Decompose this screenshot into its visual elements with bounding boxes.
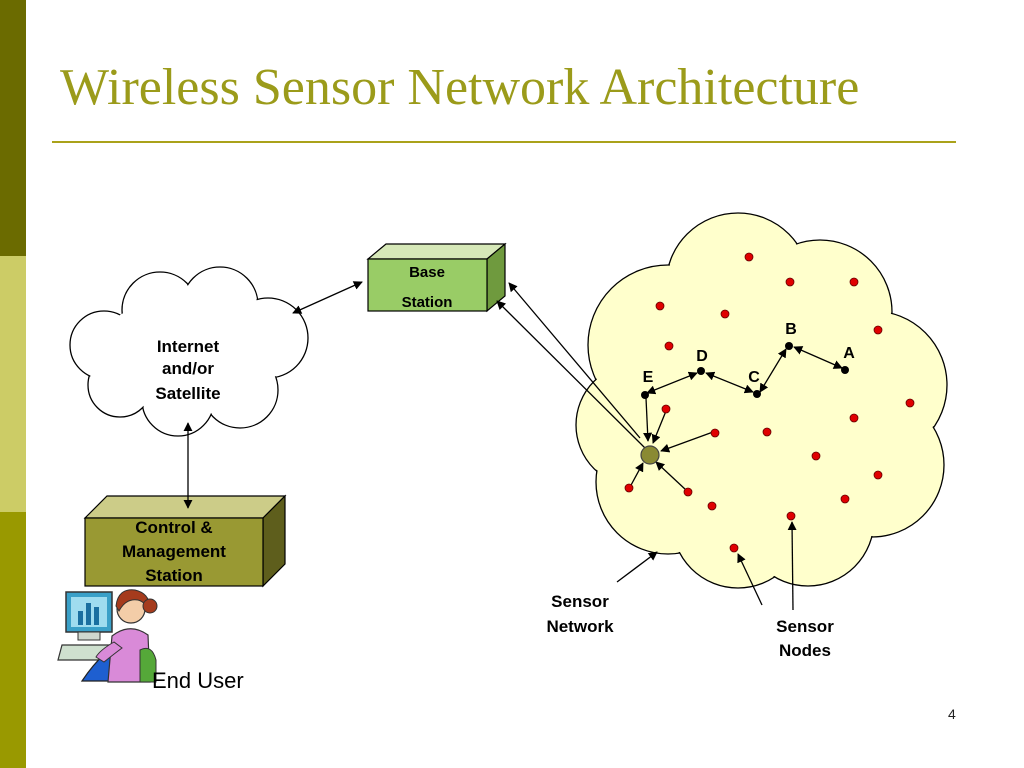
side-band-bottom <box>0 512 26 768</box>
relay-to-gateway-arrow-4 <box>655 461 687 491</box>
sensor-nodes-pointer-arrow-1 <box>737 553 763 606</box>
control-station-label-line3: Station <box>145 566 203 585</box>
internet-base-link-arrow <box>292 281 363 314</box>
sensor-network-pointer-arrow <box>616 551 658 583</box>
internet-label-line1: Internet <box>157 337 220 356</box>
node-a-label: A <box>843 345 855 362</box>
relay-to-gateway-arrow-1 <box>651 410 667 444</box>
link-e-gateway-arrow <box>643 397 653 442</box>
link-b-a-arrow <box>793 346 843 369</box>
sensor-node <box>624 483 634 493</box>
internet-label-line3: Satellite <box>155 384 220 403</box>
sensor-node <box>683 487 693 497</box>
control-station-label-line2: Management <box>122 542 226 561</box>
sensor-node <box>905 398 915 408</box>
base-station-label-line1: Base <box>409 264 445 281</box>
sensor-node <box>661 404 671 414</box>
sensor-network-label-line2: Network <box>546 617 614 636</box>
sensor-node <box>762 427 772 437</box>
sensor-node <box>849 277 859 287</box>
node-b-label: B <box>785 321 797 338</box>
gateway-to-base-arrow <box>496 300 646 449</box>
node-e-dot <box>641 391 649 399</box>
end-user-label: End User <box>152 668 244 693</box>
connectors <box>183 281 843 611</box>
sensor-nodes-label-line1: Sensor <box>776 617 834 636</box>
person-at-computer-icon <box>57 589 158 683</box>
sensor-node <box>849 413 859 423</box>
side-band-middle <box>0 256 26 512</box>
node-e-label: E <box>643 369 654 386</box>
link-c-b-arrow <box>759 348 787 393</box>
control-station-label-line1: Control & <box>135 518 212 537</box>
sensor-node <box>664 341 674 351</box>
sensor-node <box>785 277 795 287</box>
sensor-node <box>811 451 821 461</box>
link-e-d-arrow <box>646 371 698 395</box>
node-a-dot <box>841 366 849 374</box>
sensor-node <box>729 543 739 553</box>
sensor-nodes-pointer-arrow-2 <box>787 521 797 611</box>
sensor-node <box>710 428 720 438</box>
sensor-network-cloud <box>575 212 948 589</box>
sensor-node <box>786 511 796 521</box>
side-band-top <box>0 0 26 256</box>
sensor-node <box>873 470 883 480</box>
node-c-dot <box>753 390 761 398</box>
gateway-node <box>640 445 660 465</box>
base-station-label-line2: Station <box>402 294 453 311</box>
sensor-node <box>744 252 754 262</box>
labelled-nodes <box>641 342 849 399</box>
control-management-station-box: Control & Management Station <box>83 494 287 588</box>
sensor-node <box>873 325 883 335</box>
node-b-dot <box>785 342 793 350</box>
node-d-dot <box>697 367 705 375</box>
link-d-c-arrow <box>705 371 754 394</box>
sensor-nodes <box>624 252 915 553</box>
relay-to-gateway-arrow-3 <box>629 462 644 488</box>
sensor-node <box>840 494 850 504</box>
sensor-network-label-line1: Sensor <box>551 592 609 611</box>
relay-to-gateway-arrow-2 <box>660 431 714 453</box>
internet-satellite-cloud: Internet and/or Satellite <box>69 266 309 437</box>
sensor-node <box>707 501 717 511</box>
base-station-box: Base Station <box>366 242 507 313</box>
base-to-gateway-arrow <box>508 282 641 439</box>
sensor-node <box>720 309 730 319</box>
page-number: 4 <box>948 706 956 722</box>
sensor-nodes-label-line2: Nodes <box>779 641 831 660</box>
title-underline <box>52 141 956 143</box>
sensor-node <box>655 301 665 311</box>
node-d-label: D <box>696 348 708 365</box>
node-c-label: C <box>748 369 760 386</box>
internet-label-line2: and/or <box>162 359 214 378</box>
slide-title: Wireless Sensor Network Architecture <box>60 59 860 116</box>
